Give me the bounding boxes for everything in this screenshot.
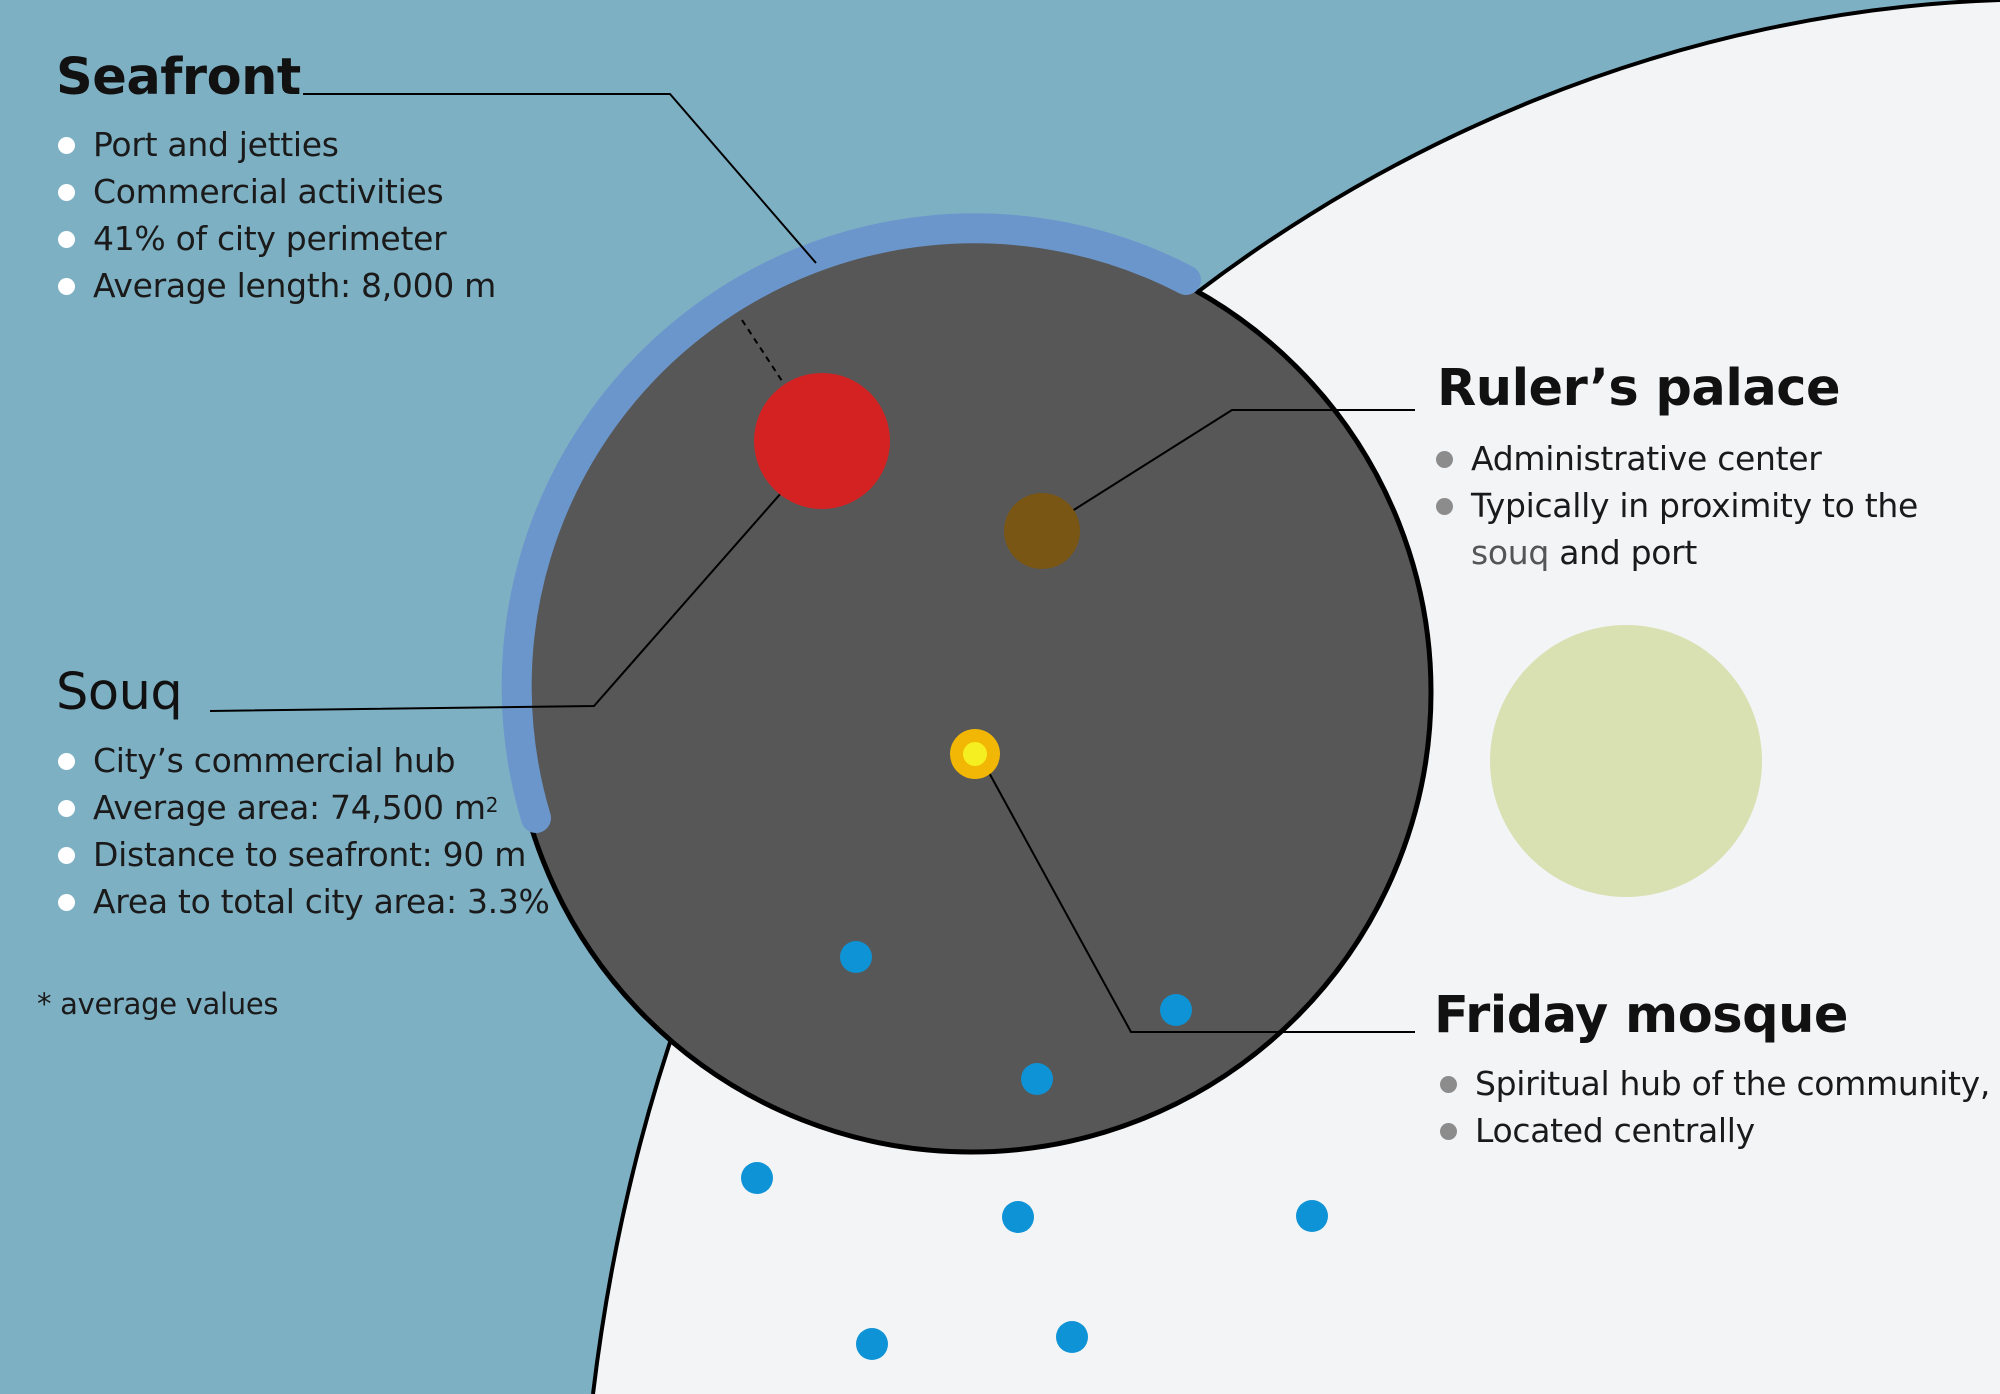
bullet-dot-icon <box>58 800 75 817</box>
bullet-dot-icon <box>58 894 75 911</box>
list-item: Commercial activities <box>56 168 496 215</box>
list-item: Port and jetties <box>56 121 496 168</box>
bullet-dot-icon <box>1436 498 1453 515</box>
bullet-dot-icon <box>58 278 75 295</box>
souq-title: Souq <box>56 663 183 722</box>
list-item: 41% of city perimeter <box>56 215 496 262</box>
souq-leader-line <box>209 450 819 712</box>
palace-marker <box>1004 493 1080 569</box>
mosque-list: Spiritual hub of the community, Located … <box>1438 1060 1990 1154</box>
seafront-leader-line <box>303 93 817 264</box>
bullet-dot-icon <box>1440 1123 1457 1140</box>
bullet-dot-icon <box>58 184 75 201</box>
minor-mosque-dot <box>1056 1321 1088 1353</box>
seafront-arc <box>501 213 1201 833</box>
list-item: Spiritual hub of the community, <box>1438 1060 1990 1107</box>
bullet-dot-icon <box>58 137 75 154</box>
friday-mosque-center <box>963 742 987 766</box>
minor-mosque-dot <box>840 941 872 973</box>
minor-mosque-dot <box>1021 1063 1053 1095</box>
minor-mosque-dot <box>1002 1201 1034 1233</box>
list-item: City’s commercial hub <box>56 737 550 784</box>
seafront-title: Seafront <box>56 48 301 107</box>
bullet-dot-icon <box>1440 1076 1457 1093</box>
bullet-dot-icon <box>1436 451 1453 468</box>
list-item: Distance to seafront: 90 m <box>56 831 550 878</box>
bullet-dot-icon <box>58 753 75 770</box>
palace-title: Ruler’s palace <box>1437 359 1841 418</box>
list-item: Located centrally <box>1438 1107 1990 1154</box>
mosque-leader-line <box>980 757 1415 1033</box>
minor-mosques <box>741 941 1328 1360</box>
minor-mosque-dot <box>741 1162 773 1194</box>
bullet-dot-icon <box>58 847 75 864</box>
souq-marker <box>754 373 890 509</box>
mosque-title: Friday mosque <box>1434 986 1849 1045</box>
list-item: Administrative center <box>1434 435 1918 482</box>
list-item: Average area: 74,500 m2 <box>56 784 550 831</box>
minor-mosque-dot <box>1296 1200 1328 1232</box>
list-item: Average length: 8,000 m <box>56 262 496 309</box>
seafront-souq-dashed-line <box>741 319 785 385</box>
palace-list: Administrative center Typically in proxi… <box>1434 435 1918 576</box>
bullet-dot-icon <box>58 231 75 248</box>
palace-leader-line <box>1041 409 1415 531</box>
minor-mosque-dot <box>856 1328 888 1360</box>
green-space <box>1490 625 1762 897</box>
list-item: Area to total city area: 3.3% <box>56 878 550 925</box>
souq-list: City’s commercial hub Average area: 74,5… <box>56 737 550 925</box>
footnote: * average values <box>37 987 279 1021</box>
seafront-list: Port and jetties Commercial activities 4… <box>56 121 496 309</box>
minor-mosque-dot <box>1160 994 1192 1026</box>
